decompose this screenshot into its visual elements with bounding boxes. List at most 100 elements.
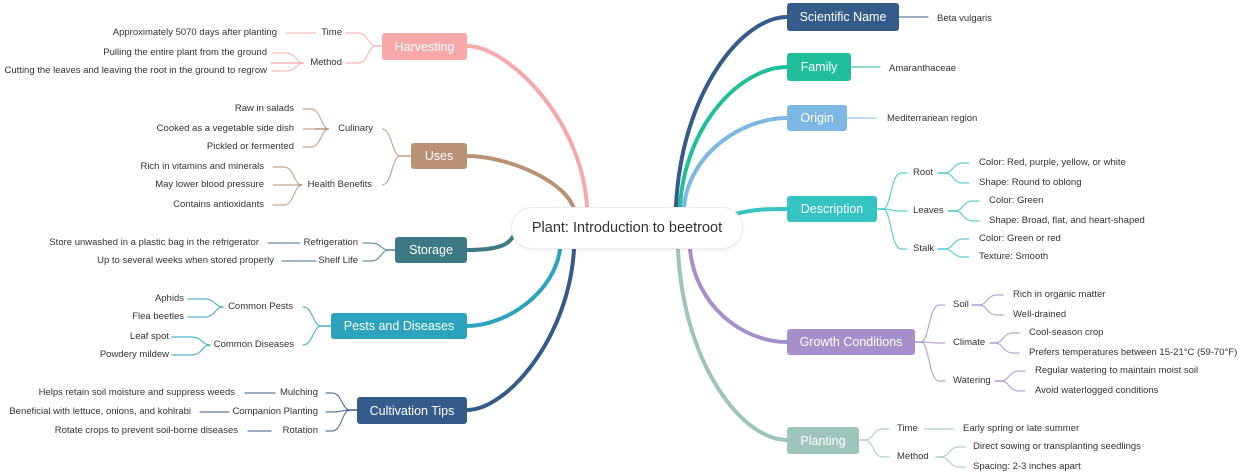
topic-uses[interactable]: Uses xyxy=(411,143,467,169)
branch-line xyxy=(989,332,1020,344)
leaf-pests-1[interactable]: Flea beetles xyxy=(132,311,184,322)
leaf-diseases-1[interactable]: Powdery mildew xyxy=(99,349,169,360)
branch-line xyxy=(187,298,224,308)
subtopic-storage-shelf-life[interactable]: Shelf Life xyxy=(318,255,358,266)
leaf-harvesting-time-0[interactable]: Approximately 5070 days after planting xyxy=(112,27,277,38)
subtopic-root[interactable]: Root xyxy=(913,167,934,178)
value-origin[interactable]: Mediterranean region xyxy=(887,113,978,124)
subtopic-harvesting-method[interactable]: Method xyxy=(310,57,342,68)
leaf-planting-method-0[interactable]: Direct sowing or transplanting seedlings xyxy=(973,441,1141,452)
branch-line xyxy=(381,128,412,157)
leaf-uses-health-2[interactable]: Contains antioxidants xyxy=(173,199,264,210)
leaf-climate-0[interactable]: Cool-season crop xyxy=(1029,327,1104,338)
leaf-stalk-0[interactable]: Color: Green or red xyxy=(979,233,1061,244)
leaf-pests-0[interactable]: Aphids xyxy=(154,293,184,304)
subtopic-soil[interactable]: Soil xyxy=(953,299,969,310)
central-topic[interactable]: Plant: Introduction to beetroot xyxy=(511,207,743,249)
branch-line xyxy=(302,325,332,346)
branch-line xyxy=(994,370,1026,382)
leaf-diseases-0[interactable]: Leaf spot xyxy=(129,331,169,342)
topic-harvesting[interactable]: Harvesting xyxy=(382,33,467,60)
leaf-root-0[interactable]: Color: Red, purple, yellow, or white xyxy=(979,157,1126,168)
subtopic-rotation[interactable]: Rotation xyxy=(282,425,318,436)
subtopic-storage-refrigeration[interactable]: Refrigeration xyxy=(303,237,358,248)
leaf-storage-shelf-life-0[interactable]: Up to several weeks when stored properly xyxy=(97,255,274,266)
subtopic-planting-time[interactable]: Time xyxy=(897,423,918,434)
leaf-watering-0[interactable]: Regular watering to maintain moist soil xyxy=(1035,365,1199,376)
leaf-harvesting-method-1[interactable]: Cutting the leaves and leaving the root … xyxy=(4,65,267,76)
branch-line xyxy=(937,162,970,174)
leaf-leaves-1[interactable]: Shape: Broad, flat, and heart-shaped xyxy=(989,215,1145,226)
leaf-soil-0[interactable]: Rich in organic matter xyxy=(1013,289,1106,300)
branch-line xyxy=(381,155,412,186)
branch-line xyxy=(935,456,966,468)
leaf-uses-health-0[interactable]: Rich in vitamins and minerals xyxy=(140,161,264,172)
leaf-uses-culinary-0[interactable]: Raw in salads xyxy=(234,103,294,114)
subtopic-planting-method[interactable]: Method xyxy=(897,451,929,462)
topic-pests-and-diseases[interactable]: Pests and Diseases xyxy=(331,313,467,339)
leaf-watering-1[interactable]: Avoid waterlogged conditions xyxy=(1035,385,1159,396)
leaf-stalk-1[interactable]: Texture: Smooth xyxy=(979,251,1049,262)
subtopic-watering[interactable]: Watering xyxy=(953,375,991,386)
branch-line xyxy=(187,306,224,318)
subtopic-uses-culinary[interactable]: Culinary xyxy=(338,123,373,134)
branch-line xyxy=(325,409,358,432)
branch-line xyxy=(876,172,908,210)
branch-line xyxy=(345,45,383,64)
leaf-harvesting-method-0[interactable]: Pulling the entire plant from the ground xyxy=(103,47,267,58)
value-family[interactable]: Amaranthaceae xyxy=(889,63,957,74)
branch-line xyxy=(947,200,980,212)
leaf-climate-1[interactable]: Prefers temperatures between 15-21°C (59… xyxy=(1029,347,1238,358)
topic-scientific-name[interactable]: Scientific Name xyxy=(787,3,899,31)
leaf-planting-method-1[interactable]: Spacing: 2-3 inches apart xyxy=(973,461,1081,472)
branch-line xyxy=(362,242,396,251)
leaf-uses-health-1[interactable]: May lower blood pressure xyxy=(155,179,264,190)
connector-4-left xyxy=(465,247,576,412)
subtopic-stalk[interactable]: Stalk xyxy=(913,243,935,254)
leaf-root-1[interactable]: Shape: Round to oblong xyxy=(979,177,1082,188)
topic-origin[interactable]: Origin xyxy=(787,105,847,131)
branch-line xyxy=(302,108,330,130)
topic-planting[interactable]: Planting xyxy=(787,427,859,454)
branch-line xyxy=(935,446,966,458)
leaf-uses-culinary-2[interactable]: Pickled or fermented xyxy=(206,141,294,152)
branch-line xyxy=(362,249,396,262)
leaf-soil-1[interactable]: Well-drained xyxy=(1013,309,1067,320)
subtopic-uses-health-benefits[interactable]: Health Benefits xyxy=(307,179,372,190)
leaf-mulching-0[interactable]: Helps retain soil moisture and suppress … xyxy=(38,387,235,398)
connector-3-left xyxy=(465,247,562,328)
subtopic-mulching[interactable]: Mulching xyxy=(279,387,318,398)
topic-description[interactable]: Description xyxy=(787,196,877,222)
branch-line xyxy=(937,172,970,184)
connector-4-right xyxy=(688,247,789,344)
branch-line xyxy=(947,210,980,222)
branch-line xyxy=(937,238,970,250)
leaf-rotation-0[interactable]: Rotate crops to prevent soil-borne disea… xyxy=(54,425,238,436)
subtopic-companion-planting[interactable]: Companion Planting xyxy=(232,406,318,417)
branch-line xyxy=(302,306,332,327)
leaf-leaves-0[interactable]: Color: Green xyxy=(989,195,1044,206)
branch-line xyxy=(971,304,1004,316)
branch-line xyxy=(272,166,303,186)
topic-storage[interactable]: Storage xyxy=(395,237,467,263)
subtopic-harvesting-time[interactable]: Time xyxy=(321,27,342,38)
value-scientific-name[interactable]: Beta vulgaris xyxy=(937,13,992,24)
topic-cultivation-tips[interactable]: Cultivation Tips xyxy=(357,397,467,424)
connector-1-right xyxy=(678,65,789,209)
topic-family[interactable]: Family xyxy=(787,53,851,81)
leaf-companion-0[interactable]: Beneficial with lettuce, onions, and koh… xyxy=(9,406,191,417)
subtopic-leaves[interactable]: Leaves xyxy=(913,205,944,216)
branch-line xyxy=(345,32,383,47)
branch-line xyxy=(914,341,946,382)
leaf-uses-culinary-1[interactable]: Cooked as a vegetable side dish xyxy=(156,123,294,134)
subtopic-common-diseases[interactable]: Common Diseases xyxy=(213,339,294,350)
subtopic-common-pests[interactable]: Common Pests xyxy=(228,301,293,312)
topic-growth-conditions[interactable]: Growth Conditions xyxy=(787,329,915,355)
subtopic-climate[interactable]: Climate xyxy=(953,337,986,348)
leaf-storage-refrigeration-0[interactable]: Store unwashed in a plastic bag in the r… xyxy=(49,237,259,248)
connector-3-right xyxy=(733,207,789,216)
connector-0-right xyxy=(674,15,789,209)
leaf-planting-time-0[interactable]: Early spring or late summer xyxy=(963,423,1080,434)
branch-line xyxy=(989,342,1020,354)
branch-line xyxy=(858,439,890,458)
